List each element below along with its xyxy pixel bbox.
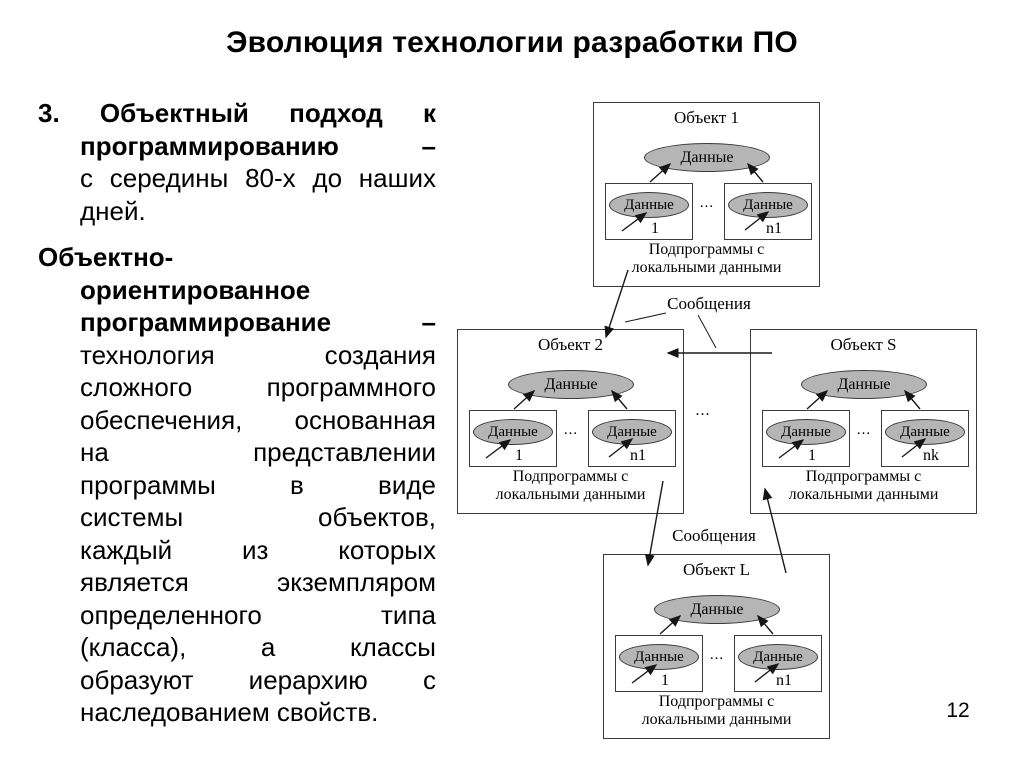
ellipsis-between-objects: ... [695, 402, 711, 419]
leader-line [697, 314, 717, 349]
local-data-ellipse: Данные [619, 644, 699, 670]
box-caption: Подпрограммы с [648, 241, 765, 258]
local-data-ellipse: Данные [592, 419, 672, 445]
local-data-label: Данные [743, 196, 793, 213]
body-line: на представлении [80, 437, 436, 467]
body-line: дней. [80, 195, 146, 226]
subprogram-box: Данные n1 [734, 635, 822, 692]
body-line: с середины 80-х до наших [80, 163, 436, 193]
body-line: (класса), а классы [80, 632, 436, 662]
local-data-label: Данные [900, 423, 950, 440]
subprogram-number: 1 [661, 672, 669, 689]
data-ellipse: Данные [801, 370, 927, 399]
local-data-ellipse: Данные [473, 419, 553, 445]
box-caption: локальными данными [631, 259, 782, 276]
object-title: Объект L [683, 560, 750, 579]
object-box-2: Объект 2 Данные Данные 1 ... Данные n1 П… [457, 329, 684, 514]
body-line: каждый из которых [80, 534, 436, 565]
local-data-ellipse: Данные [609, 192, 689, 218]
object-box-l: Объект L Данные Данные 1 ... Данные n1 П… [603, 554, 830, 739]
body-line: сложного программного [80, 372, 436, 402]
leader-line [624, 312, 667, 323]
body-line: Объектно- [38, 242, 174, 272]
object-box-s: Объект S Данные Данные 1 ... Данные nk П… [750, 329, 977, 514]
messages-label-bottom: Сообщения [672, 526, 756, 545]
subprogram-box: Данные n1 [724, 183, 812, 240]
box-caption: локальными данными [788, 486, 939, 503]
body-line: наследованием свойств. [80, 697, 379, 727]
data-ellipse-label: Данные [544, 375, 598, 393]
object-box-1: Объект 1 Данные Данные 1 ... Данные n1 П… [593, 102, 820, 287]
subprogram-number: 1 [651, 220, 659, 237]
ellipsis-label: ... [563, 422, 579, 438]
subprogram-number: 1 [515, 447, 523, 464]
subprogram-number: n1 [766, 220, 782, 237]
local-data-ellipse: Данные [885, 419, 965, 445]
local-data-label: Данные [624, 196, 674, 213]
data-ellipse-label: Данные [680, 148, 734, 166]
body-line: программы в виде [80, 469, 436, 500]
body-paragraph-2: Объектно- ориентированное программирован… [38, 241, 436, 729]
data-ellipse-label: Данные [837, 375, 891, 393]
subprogram-box: Данные 1 [469, 410, 557, 467]
box-caption: Подпрограммы с [805, 468, 922, 485]
local-data-label: Данные [753, 648, 803, 665]
local-data-label: Данные [634, 648, 684, 665]
box-caption: Подпрограммы с [658, 693, 775, 710]
box-caption: Подпрограммы с [512, 468, 629, 485]
body-line: определенного типа [80, 599, 436, 630]
data-ellipse-label: Данные [690, 600, 744, 618]
body-line: технология создания [80, 339, 436, 370]
box-caption: локальными данными [641, 711, 792, 728]
data-ellipse: Данные [654, 595, 780, 624]
messages-label-top: Сообщения [667, 294, 751, 313]
slide-title: Эволюция технологии разработки ПО [226, 26, 798, 59]
subprogram-number: 1 [808, 447, 816, 464]
body-line: ориентированное [80, 274, 311, 305]
body-line: системы объектов, [80, 502, 436, 532]
subprogram-box: Данные nk [881, 410, 969, 467]
subprogram-box: Данные 1 [615, 635, 703, 692]
local-data-ellipse: Данные [738, 644, 818, 670]
local-data-ellipse: Данные [766, 419, 846, 445]
body-line: программированию – [80, 130, 436, 161]
body-line: является экземпляром [80, 567, 436, 597]
subprogram-box: Данные n1 [588, 410, 676, 467]
subprogram-number: nk [923, 447, 939, 464]
ellipsis-label: ... [709, 647, 725, 663]
subprogram-number: n1 [776, 672, 792, 689]
object-title: Объект 1 [673, 108, 740, 127]
data-ellipse: Данные [508, 370, 634, 399]
body-line: обеспечения, основанная [80, 404, 436, 435]
body-line: образуют иерархию с [80, 664, 436, 695]
subprogram-box: Данные 1 [605, 183, 693, 240]
box-caption: локальными данными [495, 486, 646, 503]
local-data-label: Данные [781, 423, 831, 440]
body-line: программирование – [80, 307, 436, 337]
body-text-column: 3. Объектный подход к программированию –… [38, 97, 436, 729]
local-data-label: Данные [488, 423, 538, 440]
data-ellipse: Данные [644, 143, 770, 172]
local-data-label: Данные [607, 423, 657, 440]
ellipsis-label: ... [699, 195, 715, 211]
ellipsis-label: ... [856, 422, 872, 438]
object-title: Объект 2 [537, 335, 604, 354]
subprogram-number: n1 [630, 447, 646, 464]
body-line: 3. Объектный подход к [38, 98, 436, 128]
local-data-ellipse: Данные [728, 192, 808, 218]
object-title: Объект S [830, 335, 897, 354]
page-number: 12 [946, 699, 970, 722]
subprogram-box: Данные 1 [762, 410, 850, 467]
